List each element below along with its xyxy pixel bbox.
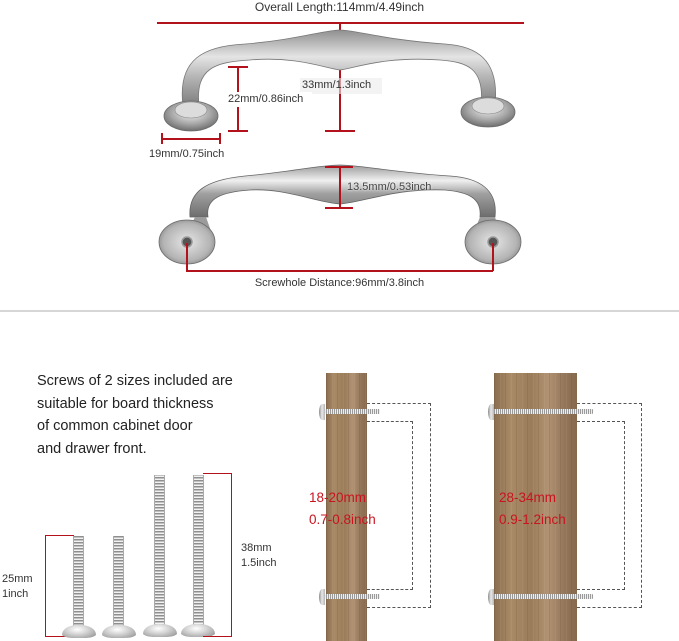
base-diameter-right-tick <box>219 133 221 144</box>
short-screw-mm: 25mm <box>2 573 33 585</box>
long-screw-2 <box>193 475 204 627</box>
thick-board-thickness-label: 28-34mm 0.9-1.2inch <box>499 487 566 531</box>
overall-length-line <box>157 22 524 24</box>
short-screw-inch: 1inch <box>2 588 29 600</box>
long-screw-2-head <box>181 624 215 637</box>
height-label: 33mm/1.3inch <box>302 79 372 91</box>
short-screw-2-head <box>102 625 136 638</box>
short-screw-1-head <box>62 625 96 638</box>
overall-length-label: Overall Length:114mm/4.49inch <box>254 0 425 14</box>
screws-image: 25mm 1inch 38mm 1.5inch <box>0 460 290 641</box>
thin-board-mm: 18-20mm <box>309 490 367 505</box>
long-screw-mm: 38mm <box>241 542 272 554</box>
short-screw-bracket <box>45 535 74 637</box>
height-label-bg <box>300 78 382 94</box>
thin-board-top-screw <box>325 409 380 414</box>
thick-board-mm: 28-34mm <box>499 490 557 505</box>
screwhole-distance-label: Screwhole Distance:96mm/3.8inch <box>254 277 425 289</box>
height-dimension-line <box>339 22 341 132</box>
thick-board-diagram: 28-34mm 0.9-1.2inch <box>460 360 679 641</box>
thin-board-inch: 0.7-0.8inch <box>309 512 376 527</box>
thick-board-outer-handle-outline <box>577 403 642 608</box>
base-diameter-left-tick <box>161 133 163 144</box>
long-screw-1-head <box>143 624 177 637</box>
thin-board-top-screw-head <box>319 404 325 420</box>
height-dimension-bottom-tick <box>325 130 355 132</box>
screwhole-left-tick <box>186 243 188 271</box>
base-diameter-label: 19mm/0.75inch <box>149 148 225 160</box>
description-line: suitable for board thickness <box>37 395 214 412</box>
short-screw-2 <box>113 536 124 626</box>
clearance-label: 22mm/0.86inch <box>228 93 304 105</box>
thin-board-bottom-screw-head <box>319 589 325 605</box>
grip-width-label: 13.5mm/0.53inch <box>347 181 432 193</box>
long-screw-1 <box>154 475 165 627</box>
thin-board-bottom-screw <box>325 594 380 599</box>
thick-board-bottom-screw <box>493 594 593 599</box>
base-diameter-line <box>162 138 220 140</box>
thick-board-inner-handle-outline <box>577 421 625 590</box>
handle-dimension-diagram: Overall Length:114mm/4.49inch 33mm/1.3in… <box>0 0 679 305</box>
description-line: and drawer front. <box>37 440 147 457</box>
clearance-bottom-tick <box>228 130 248 132</box>
screw-description: Screws of 2 sizes included are suitable … <box>37 370 233 460</box>
thick-board-top-screw <box>493 409 593 414</box>
clearance-top-tick <box>228 66 248 68</box>
thin-board-inner-handle-outline <box>367 421 413 590</box>
thin-board-thickness-label: 18-20mm 0.7-0.8inch <box>309 487 376 531</box>
grip-width-bottom-tick <box>325 207 353 209</box>
screwhole-distance-line <box>186 270 493 272</box>
handle-angled-view-image <box>158 164 522 265</box>
long-screw-inch: 1.5inch <box>241 557 277 569</box>
thick-board-inch: 0.9-1.2inch <box>499 512 566 527</box>
screwhole-right-tick <box>492 243 494 271</box>
short-screw-1 <box>73 536 84 626</box>
clearance-label-bg <box>226 92 312 107</box>
thin-board-outer-handle-outline <box>367 403 431 608</box>
long-screw-bracket <box>203 473 232 637</box>
thin-board-diagram: 18-20mm 0.7-0.8inch <box>290 360 460 641</box>
handle-side-view-image <box>163 29 516 132</box>
description-line: Screws of 2 sizes included are <box>37 373 233 389</box>
thick-board-top-screw-head <box>488 404 494 420</box>
description-line: of common cabinet door <box>37 418 193 434</box>
section-divider <box>0 310 679 312</box>
grip-width-line <box>339 166 341 208</box>
thick-board-bottom-screw-head <box>488 589 494 605</box>
grip-width-top-tick <box>325 166 353 168</box>
